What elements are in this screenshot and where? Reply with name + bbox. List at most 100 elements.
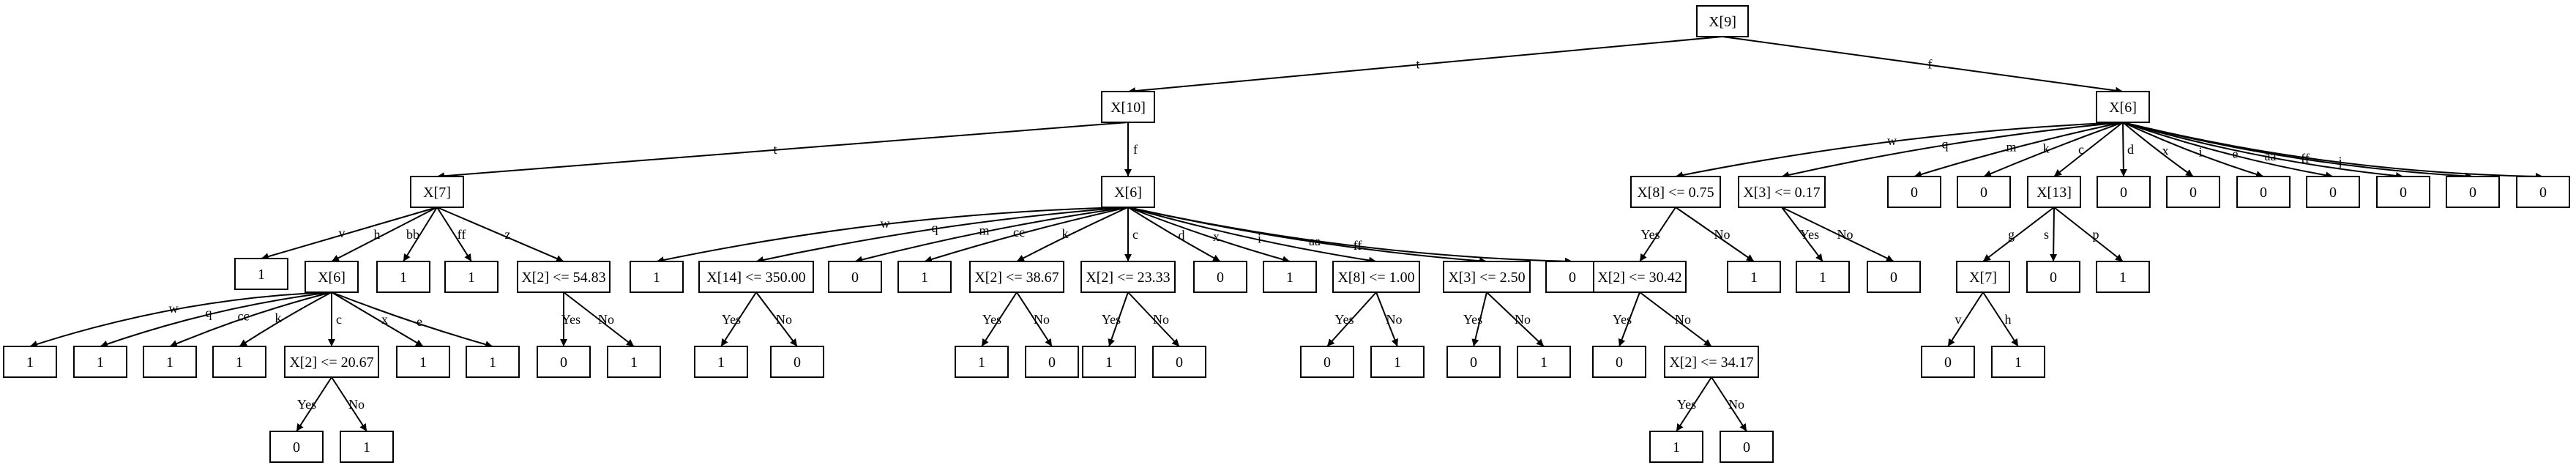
edge-label: x [1213, 229, 1220, 244]
node-label: 1 [1394, 354, 1401, 371]
tree-node: 0 [2376, 176, 2430, 208]
tree-node: 0 [2236, 176, 2291, 208]
edge-line [1639, 291, 1712, 347]
edge-label: c [2078, 142, 2084, 157]
node-box [2446, 176, 2500, 208]
node-label: 0 [1890, 270, 1897, 286]
tree-node: 1 [340, 431, 394, 463]
tree-node: 0 [828, 261, 882, 293]
node-label: 0 [2469, 185, 2476, 201]
edge-line [331, 291, 424, 347]
edge-line [854, 207, 1129, 264]
tree-node: 1 [143, 346, 197, 378]
edge-line [981, 291, 1018, 347]
tree-node: 1 [3, 346, 57, 378]
edge-s350-e2: No [755, 291, 798, 347]
edge-n6r-r4: k [1983, 122, 2124, 177]
edge-n6a-b3: cc [169, 291, 332, 347]
edge-label: s [2044, 227, 2049, 242]
tree-node: 1 [1991, 346, 2045, 378]
edge-s017-f2: Yes [1781, 207, 1823, 262]
edge-label: No [1515, 312, 1531, 327]
edge-label: g [2008, 227, 2015, 242]
node-label: X[3] <= 0.17 [1743, 185, 1820, 201]
edge-n6a-b6: x [331, 291, 424, 347]
node-box [2096, 91, 2150, 123]
tree-node: X[13] [2027, 176, 2081, 208]
node-label: 1 [1540, 354, 1548, 371]
edge-n6m-s2333: c [1124, 207, 1138, 261]
edge-line [296, 376, 332, 432]
node-label: 0 [2400, 185, 2407, 201]
edge-line [563, 291, 635, 347]
edge-label: No [1728, 397, 1744, 412]
tree-node: 0 [2166, 176, 2220, 208]
node-box [3, 346, 57, 378]
edge-label: No [1837, 227, 1853, 242]
edge-n6a-s2067: c [328, 292, 342, 346]
node-box [1263, 261, 1317, 293]
edge-n6a-b2: q [100, 291, 332, 348]
node-label: 1 [26, 354, 34, 371]
node-box [1443, 261, 1531, 293]
node-box [1332, 261, 1420, 293]
node-label: 1 [978, 354, 985, 371]
edge-s100-e7: Yes [1326, 291, 1377, 347]
node-box [466, 346, 520, 378]
edge-n7-a4: ff [436, 207, 472, 262]
edge-line [1781, 122, 2124, 179]
edge-label: No [1153, 312, 1169, 327]
tree-node: 0 [770, 346, 824, 378]
node-box [969, 261, 1064, 293]
edge-label: bb [406, 227, 419, 242]
node-box [234, 258, 288, 290]
edge-label: x [2162, 144, 2169, 158]
node-label: X[3] <= 2.50 [1448, 270, 1525, 286]
tree-node: X[2] <= 54.83 [517, 261, 611, 293]
node-box [410, 176, 464, 208]
edge-s2067-c0: Yes [296, 376, 332, 432]
node-label: X[10] [1110, 100, 1146, 116]
tree-node: X[3] <= 2.50 [1443, 261, 1531, 293]
edge-label: i [2198, 145, 2202, 160]
node-label: 0 [2050, 270, 2057, 286]
node-box [2096, 261, 2150, 293]
node-box [212, 346, 266, 378]
node-label: 1 [1105, 354, 1113, 371]
tree-node: X[2] <= 20.67 [284, 346, 379, 378]
node-label: 1 [1819, 270, 1826, 286]
node-label: 1 [400, 270, 407, 286]
node-box [955, 346, 1009, 378]
edge-n6r-r6: d [2119, 122, 2134, 177]
node-label: X[2] <= 23.33 [1086, 270, 1170, 286]
node-label: 0 [2189, 185, 2197, 201]
tree-node: X[2] <= 38.67 [969, 261, 1064, 293]
node-label: 0 [794, 354, 801, 371]
edge-label: cc [238, 309, 250, 324]
edge-label: Yes [1640, 227, 1660, 242]
edge-label: c [336, 312, 342, 327]
node-box [284, 346, 379, 378]
node-label: 0 [2539, 185, 2547, 201]
edge-line [1016, 291, 1053, 347]
edge-line [2122, 122, 2264, 178]
edge-line [169, 291, 332, 347]
edge-line [2119, 122, 2127, 177]
node-label: 0 [1176, 354, 1183, 371]
edge-root-n6r: f [1722, 36, 2124, 94]
node-label: 1 [97, 354, 104, 371]
tree-node: 1 [1727, 261, 1781, 293]
tree-node: 1 [376, 261, 430, 293]
edge-n6a-b4: k [239, 291, 332, 347]
edge-n6a-b7: e [331, 291, 493, 349]
tree-node: X[7] [410, 176, 464, 208]
edge-label: k [275, 311, 282, 325]
node-box [694, 346, 748, 378]
edge-line [2053, 122, 2124, 177]
node-box [1025, 346, 1079, 378]
edge-line [1676, 376, 1712, 432]
tree-node: 0 [2026, 261, 2080, 293]
edge-n10-n7: t [436, 122, 1129, 180]
edge-label: No [776, 312, 792, 327]
